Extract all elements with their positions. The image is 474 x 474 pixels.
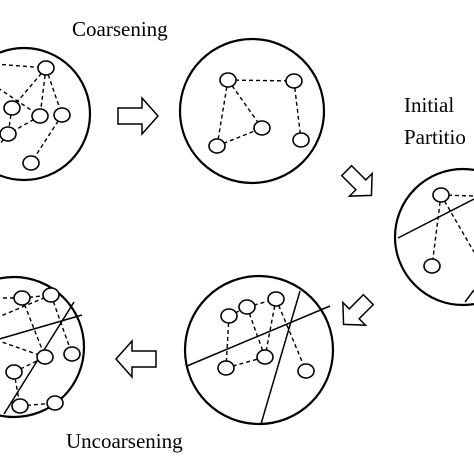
edge xyxy=(440,194,474,197)
edge xyxy=(225,315,230,369)
graph-node xyxy=(267,291,285,307)
partition-cut-line xyxy=(397,198,474,239)
graph-node xyxy=(253,120,271,136)
initial-partition-circle xyxy=(393,167,474,307)
graph-node xyxy=(22,155,40,171)
uncoarsening-label: Uncoarsening xyxy=(66,429,183,453)
edge xyxy=(30,114,63,164)
graph-node xyxy=(292,132,310,148)
graph-node xyxy=(36,349,54,365)
graph-node xyxy=(432,187,450,203)
edge xyxy=(227,79,263,129)
edge xyxy=(246,298,277,308)
graph-node xyxy=(423,258,441,274)
edge xyxy=(50,294,73,355)
edge xyxy=(39,67,47,117)
edge xyxy=(440,194,474,253)
graph-node xyxy=(219,72,237,88)
refined-partition-circle xyxy=(183,274,335,426)
graph-node xyxy=(46,395,64,411)
partition-cut-line xyxy=(260,290,301,425)
graph-node xyxy=(0,126,17,142)
down-right-arrow-icon xyxy=(340,164,373,197)
graph-node xyxy=(5,364,23,380)
graph-boundary xyxy=(0,275,86,419)
edge xyxy=(246,306,266,358)
graph-boundary xyxy=(178,37,326,185)
original-graph-circle xyxy=(0,46,92,182)
edge xyxy=(264,298,277,358)
graph-boundary xyxy=(183,274,335,426)
graph-node xyxy=(11,398,29,414)
graph-node xyxy=(238,299,256,315)
graph-node xyxy=(31,108,49,124)
edge xyxy=(275,298,307,372)
graph-node xyxy=(13,290,31,306)
graph-node xyxy=(42,287,60,303)
right-arrow-icon xyxy=(117,96,160,136)
edge xyxy=(0,294,52,318)
partition-cut-line xyxy=(464,289,474,303)
edge xyxy=(21,297,46,358)
left-arrow-icon xyxy=(114,339,157,379)
graph-boundary xyxy=(393,167,474,307)
uncoarsened-partition-circle xyxy=(0,275,86,419)
graph-node xyxy=(37,60,55,76)
partition-cut-line xyxy=(186,305,331,367)
graph-node xyxy=(217,360,235,376)
graph-node xyxy=(3,100,21,116)
partition-cut-line xyxy=(0,314,83,340)
graph-node xyxy=(208,138,226,154)
graph-node xyxy=(256,349,274,365)
graph-node xyxy=(285,73,303,89)
initial-label-line2: Partitio xyxy=(404,125,466,149)
coarsening-label: Coarsening xyxy=(72,17,168,41)
edge xyxy=(293,80,302,141)
down-left-arrow-icon xyxy=(342,293,375,326)
graph-node xyxy=(297,363,315,379)
edge xyxy=(431,194,442,267)
coarsened-graph-circle xyxy=(178,37,326,185)
initial-label-line1: Initial xyxy=(404,93,454,117)
edge xyxy=(45,67,63,116)
graph-node xyxy=(53,107,71,123)
graph-node xyxy=(63,346,81,362)
graph-node xyxy=(220,308,238,324)
